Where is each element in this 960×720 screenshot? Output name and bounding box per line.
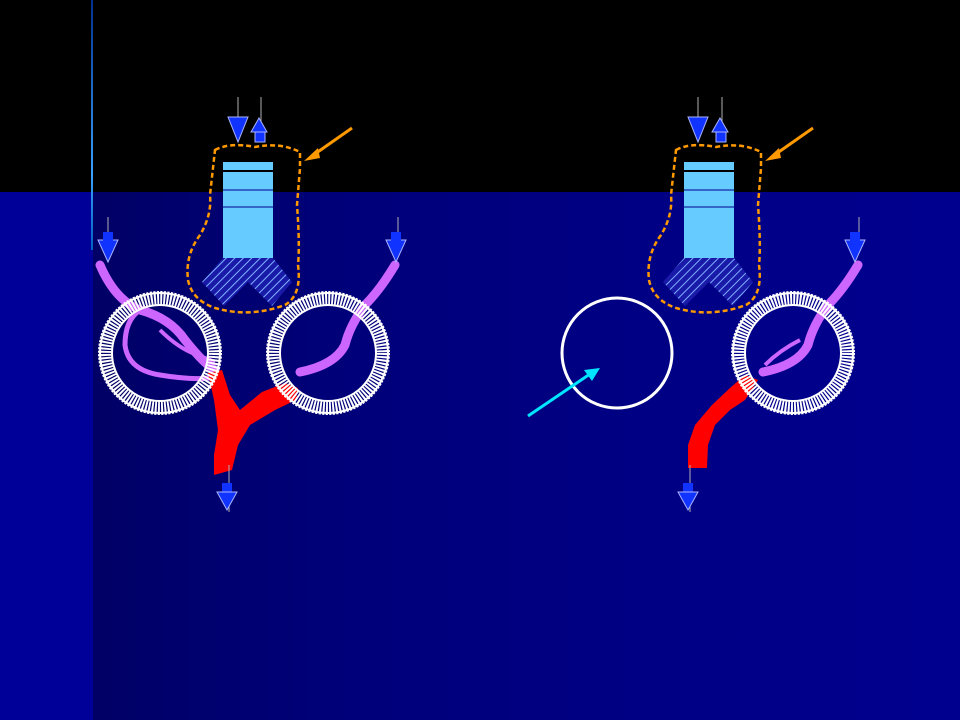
top-band (0, 0, 960, 192)
glomerulus-ring-right (266, 291, 390, 415)
efferent-vessel (688, 375, 758, 468)
column-top (684, 162, 734, 170)
afferent-vessel-left (95, 260, 220, 375)
left-structure (95, 97, 407, 512)
down-arrow-icon (227, 97, 249, 144)
down-arrow-icon (385, 217, 407, 264)
glomerulus-ring-right (731, 291, 855, 415)
lumen-outline (647, 143, 763, 314)
column-body (223, 172, 273, 258)
column-body (684, 172, 734, 258)
left-band (0, 192, 93, 720)
right-structure (527, 97, 866, 512)
hatched-branch (202, 258, 292, 306)
lumen-outline (186, 143, 302, 314)
pointer-arrow-orange (304, 126, 353, 161)
afferent-vessel-right (295, 260, 400, 377)
pointer-arrow-cyan (527, 368, 600, 418)
down-arrow-icon (216, 465, 238, 512)
down-arrow-icon (97, 217, 119, 264)
glomerulus-ring-left (98, 291, 222, 415)
down-arrow-icon (677, 465, 699, 512)
down-arrow-icon (687, 97, 709, 144)
accent-line (91, 0, 93, 250)
hatched-branch (663, 258, 753, 306)
column-top (223, 162, 273, 170)
up-arrow-icon (711, 97, 729, 143)
up-arrow-icon (250, 97, 268, 143)
empty-glomerulus-ring (560, 296, 674, 410)
efferent-vessel (208, 370, 298, 475)
pointer-arrow-orange (765, 126, 814, 161)
down-arrow-icon (844, 217, 866, 264)
